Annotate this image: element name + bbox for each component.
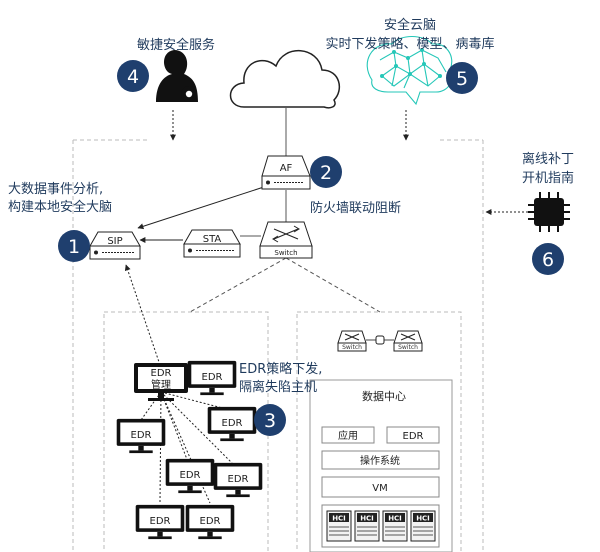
agile-service-icon [156,50,198,102]
patch-chip-icon [528,192,570,232]
badge-2: 2 [310,156,342,188]
datacenter-zone-boundary [296,311,462,552]
edr-caption-2: 隔离失陷主机 [239,379,317,395]
hci-node [410,510,436,542]
badge-2-number: 2 [320,162,332,184]
badge-3-number: 3 [264,410,276,432]
edr-endpoint-label: EDR [228,474,249,485]
badge-6-number: 6 [542,249,554,271]
firewall-caption: 防火墙联动阻断 [310,200,401,216]
hci-label: HCI [332,515,346,523]
switch-label: Switch [274,249,297,257]
edr-manager-label-1: EDR [151,368,172,379]
hci-label: HCI [416,515,430,523]
dc-switch-a [337,330,367,352]
badge-1: 1 [58,230,90,262]
hci-node [382,510,408,542]
badge-4-number: 4 [127,66,139,88]
edr-manager-label-2: 管理 [151,378,171,391]
sip-label: SIP [107,236,122,247]
badge-4: 4 [117,60,149,92]
datacenter-os: 操作系统 [360,454,400,467]
connections [124,108,528,366]
edr-caption-1: EDR策略下发, [239,361,322,377]
edr-zone-boundary [103,311,269,552]
offline-patch-caption-2: 开机指南 [522,170,574,186]
badge-6: 6 [532,243,564,275]
edr-endpoint-label: EDR [150,516,171,527]
cloud-brain-caption-2: 实时下发策略、模型、病毒库 [325,36,494,52]
datacenter-app: 应用 [338,429,358,442]
bigdata-caption-1: 大数据事件分析, [8,182,103,197]
cloud-brain-caption-1: 安全云脑 [384,17,436,33]
sta-device [183,229,241,258]
sip-device [89,231,141,260]
badge-5: 5 [446,62,478,94]
edr-endpoint-label: EDR [200,516,221,527]
edr-endpoint-label: EDR [222,418,243,429]
dc-switch-b-label: Switch [398,344,418,351]
af-label: AF [280,163,293,174]
offline-patch-caption-1: 离线补丁 [522,151,574,167]
sta-label: STA [203,234,222,245]
badge-5-number: 5 [456,68,468,90]
dc-link-connector [375,335,385,345]
datacenter-edr: EDR [403,431,424,442]
cloud-icon [229,50,341,109]
edr-endpoint-label: EDR [131,430,152,441]
outer-boundary [72,139,484,552]
dc-switch-b [393,330,423,352]
edr-endpoint-label: EDR [180,470,201,481]
bigdata-caption-2: 构建本地安全大脑 [8,199,112,215]
badge-3: 3 [254,404,286,436]
cloud-brain-icon [366,35,453,106]
hci-node [354,510,380,542]
hci-label: HCI [388,515,402,523]
dc-switch-a-label: Switch [342,344,362,351]
datacenter-vm: VM [372,483,387,494]
hci-label: HCI [360,515,374,523]
hci-node [326,510,352,542]
switch-device [259,221,313,259]
edr-endpoint-label: EDR [202,372,223,383]
agile-service-caption: 敏捷安全服务 [137,37,215,53]
badge-1-number: 1 [68,236,80,258]
af-device [261,155,311,190]
datacenter-title: 数据中心 [362,389,406,403]
